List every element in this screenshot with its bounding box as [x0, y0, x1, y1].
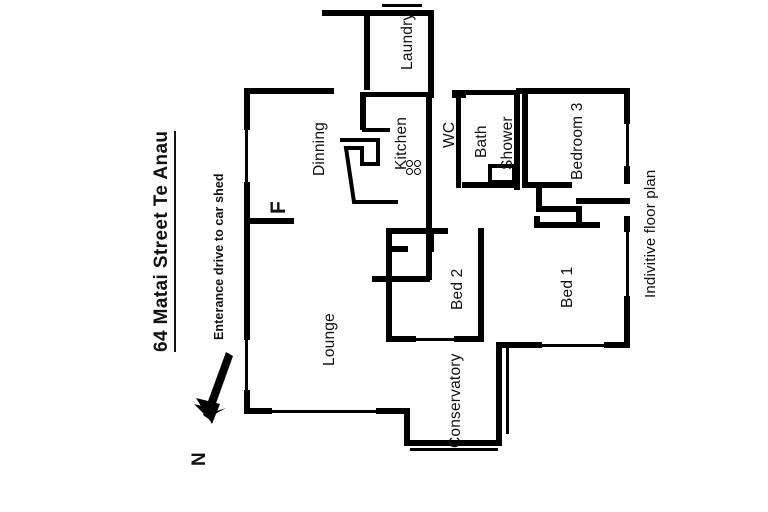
- wall-east-outer-upper: [624, 88, 630, 124]
- wall-kitchen-bench-upper: [362, 128, 390, 132]
- stove-burner-2-icon: [406, 168, 413, 175]
- wall-lounge-south-left: [244, 408, 272, 414]
- wall-conservatory-west-upper: [404, 408, 410, 446]
- wall-bedroom3-top: [516, 88, 630, 94]
- wall-west-outer-lounge: [244, 224, 250, 340]
- wall-bedroom3-south: [528, 182, 572, 188]
- bath-tub-icon: [488, 164, 516, 184]
- wall-bedroom3-west: [522, 94, 528, 188]
- room-label-shower: Shower: [499, 116, 516, 170]
- wall-west-outer-lower: [244, 390, 250, 414]
- wall-kitchen-top: [360, 92, 366, 130]
- wall-wc-east: [456, 96, 461, 188]
- wall-west-outer-upper: [244, 88, 250, 130]
- north-letter: N: [189, 452, 210, 466]
- room-label-bedroom3: Bedroom 3: [569, 102, 586, 180]
- room-label-conservatory: Conservatory: [447, 353, 464, 448]
- fireplace-label: F: [267, 201, 290, 214]
- wall-kitchen-east: [426, 96, 432, 280]
- window-east-bedroom3: [626, 124, 629, 166]
- wall-east-outer-lower: [624, 296, 630, 348]
- wall-conservatory-south: [404, 440, 502, 446]
- wall-bed2-top: [386, 228, 448, 234]
- wall-bed2-wardrobe-door: [386, 246, 408, 252]
- wall-laundry-top: [322, 10, 434, 16]
- wall-hall-stub-c: [576, 198, 630, 204]
- wall-hall-stub-d: [576, 210, 582, 228]
- wall-dinning-top: [244, 88, 334, 94]
- window-bed1-south: [540, 344, 604, 347]
- wall-laundry-top-inner-line: [382, 4, 422, 7]
- wall-bed2-south: [386, 336, 416, 342]
- wall-hall-stub-b: [536, 206, 582, 212]
- stove-burner-3-icon: [414, 160, 421, 167]
- room-label-wc: WC: [441, 121, 458, 148]
- room-label-bath: Bath: [473, 125, 490, 158]
- wall-kitchen-south: [372, 276, 430, 282]
- room-label-kitchen: Kitchen: [393, 116, 410, 170]
- window-conservatory-south: [410, 448, 498, 451]
- stove-burner-1-icon: [406, 160, 413, 167]
- room-label-lounge: Lounge: [321, 313, 338, 366]
- entrance-drive-note: Enterance drive to car shed: [212, 173, 226, 340]
- plan-type-note: Indivitive floor plan: [642, 169, 659, 298]
- wall-bed2-east: [478, 228, 484, 342]
- wall-bed2-west: [386, 228, 392, 338]
- kitchen-bench-icon: [336, 136, 406, 208]
- wall-lounge-south-right: [376, 408, 410, 414]
- wall-bed2-south-right: [454, 336, 484, 342]
- wall-bath-south: [462, 182, 520, 188]
- window-bed2-south: [416, 338, 454, 341]
- room-label-bed2: Bed 2: [449, 268, 466, 310]
- wall-kitchen-top-line: [360, 92, 430, 96]
- room-label-laundry: Laundry.: [399, 9, 416, 70]
- stove-burner-4-icon: [414, 168, 421, 175]
- north-arrow-icon: [186, 352, 246, 437]
- wall-bed1-south-left: [496, 342, 542, 348]
- wall-hall-stub-e: [534, 222, 600, 228]
- wall-shower-east: [514, 90, 520, 190]
- wall-bath-shower-top: [462, 90, 520, 95]
- wall-wc-head: [452, 90, 466, 98]
- wall-west-outer-mid: [244, 182, 250, 224]
- wall-bed1-south-right: [604, 342, 630, 348]
- window-west-lounge: [245, 340, 248, 390]
- wall-east-outer-mid2: [624, 216, 630, 232]
- window-conservatory-east: [506, 348, 509, 434]
- window-lounge-south: [272, 410, 376, 413]
- wall-hall-stub-f: [534, 216, 540, 228]
- room-label-dinning: Dinning: [311, 122, 328, 176]
- wall-laundry-right: [428, 10, 434, 98]
- room-label-bed1: Bed 1: [559, 266, 576, 308]
- wall-bed2-wardrobe-stub: [428, 228, 434, 252]
- window-west-dinning: [245, 130, 248, 182]
- wall-east-outer-mid1: [624, 166, 630, 184]
- page-title: 64 Matai Street Te Anau: [151, 130, 176, 352]
- wall-hall-stub-a: [536, 186, 542, 212]
- wall-laundry-left: [364, 10, 370, 90]
- window-east-bed1: [626, 232, 629, 296]
- wall-fireplace-stub: [244, 218, 294, 224]
- wall-conservatory-east: [496, 344, 502, 446]
